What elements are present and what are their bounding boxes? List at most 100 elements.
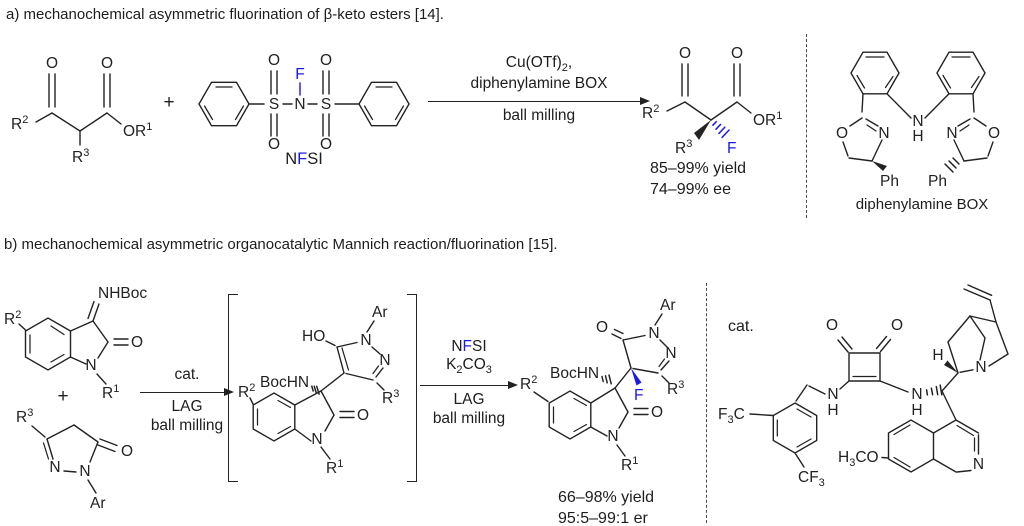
svg-text:R1: R1 xyxy=(621,455,638,474)
svg-text:Ar: Ar xyxy=(372,304,388,321)
svg-text:O: O xyxy=(357,407,369,424)
base-line: K2CO3 xyxy=(446,356,492,377)
section-divider xyxy=(706,283,707,523)
svg-text:O: O xyxy=(320,136,332,153)
svg-text:N: N xyxy=(294,96,305,113)
svg-text:R2: R2 xyxy=(238,382,255,401)
svg-text:NHBoc: NHBoc xyxy=(98,285,147,302)
yield-line: 66–98% yield xyxy=(558,489,655,506)
reaction-arrow xyxy=(420,381,518,390)
scheme-a-title: a) mechanochemical asymmetric fluorinati… xyxy=(6,6,444,23)
svg-text:BocHN: BocHN xyxy=(550,365,599,382)
milling-line: ball milling xyxy=(150,416,224,434)
svg-text:HO: HO xyxy=(302,328,325,345)
ligand-line: diphenylamine BOX xyxy=(470,75,608,93)
yield-results-a: 85–99% yield 74–99% ee xyxy=(650,158,746,200)
svg-text:F: F xyxy=(634,387,643,404)
svg-text:R2: R2 xyxy=(11,114,28,133)
arrow-shaft xyxy=(420,384,508,387)
svg-text:H: H xyxy=(932,347,943,364)
milling-line: ball milling xyxy=(432,409,506,427)
svg-text:O: O xyxy=(988,125,1000,142)
svg-text:Ph: Ph xyxy=(880,173,899,190)
svg-text:S: S xyxy=(321,96,331,113)
svg-text:Ph: Ph xyxy=(928,173,947,190)
svg-text:F3C: F3C xyxy=(718,406,745,426)
bracket-right xyxy=(407,294,417,482)
svg-text:N: N xyxy=(665,345,676,362)
svg-text:R3: R3 xyxy=(72,147,89,164)
structure-beta-keto-ester: O O R2 R3 OR1 xyxy=(11,55,152,164)
svg-text:N: N xyxy=(49,459,60,476)
svg-text:N: N xyxy=(311,431,322,448)
reaction-conditions-b2: NFSI K2CO3 LAG ball milling xyxy=(420,338,518,428)
svg-text:S: S xyxy=(269,96,279,113)
lag-line: LAG xyxy=(453,391,485,409)
structure-mannich-intermediate: R2 N R1 O BocHN N N R3 HO Ar xyxy=(238,304,399,477)
conditions-below: ball milling xyxy=(502,107,576,125)
svg-text:O: O xyxy=(268,136,280,153)
nfsi-label: NFSI xyxy=(285,150,323,168)
svg-text:N: N xyxy=(973,456,984,473)
svg-text:R1: R1 xyxy=(102,383,119,402)
svg-text:H: H xyxy=(827,402,838,419)
svg-text:BocHN: BocHN xyxy=(260,374,309,391)
arrow-head xyxy=(508,381,518,390)
svg-text:Ar: Ar xyxy=(660,297,676,314)
svg-text:N: N xyxy=(946,125,957,142)
svg-text:OR1: OR1 xyxy=(753,110,782,129)
svg-text:N: N xyxy=(85,357,96,374)
structure-fluorinated-product: O O R2 R3 F OR1 xyxy=(642,45,782,156)
arrow-shaft xyxy=(140,391,224,394)
svg-text:R2: R2 xyxy=(4,309,21,328)
svg-text:R3: R3 xyxy=(382,388,399,407)
svg-text:R3: R3 xyxy=(675,138,692,156)
structure-fluorinated-oxindole-product: R2 N R1 O BocHN N N R3 O Ar F xyxy=(520,297,684,474)
svg-text:O: O xyxy=(101,55,113,72)
svg-text:N: N xyxy=(878,125,889,142)
structure-pyrazolone: R3 N N O Ar xyxy=(16,407,133,512)
svg-text:N: N xyxy=(911,386,922,403)
structure-squaramide-catalyst: O O N H F3C CF3 N H H N xyxy=(718,284,1009,489)
box-ligand-label: diphenylamine BOX xyxy=(855,196,989,213)
structure-nfsi: S O O N F S O O xyxy=(198,52,410,153)
svg-text:O: O xyxy=(731,45,743,62)
svg-text:R2: R2 xyxy=(642,103,659,122)
er-line: 95:5–99:1 er xyxy=(558,510,648,526)
svg-text:O: O xyxy=(131,334,143,351)
svg-text:R2: R2 xyxy=(520,374,537,393)
svg-text:O: O xyxy=(891,317,903,334)
svg-text:N: N xyxy=(79,463,90,480)
svg-text:O: O xyxy=(596,319,608,336)
structure-diphenylamine-box: N H O N Ph N O Ph xyxy=(836,51,1000,190)
reagent-line: Cu(OTf)2, xyxy=(505,54,573,75)
yield-results-b: 66–98% yield 95:5–99:1 er xyxy=(558,487,654,526)
reaction-conditions-a: Cu(OTf)2, diphenylamine BOX ball milling xyxy=(428,54,650,126)
svg-text:H: H xyxy=(911,402,922,419)
svg-text:R1: R1 xyxy=(326,458,343,477)
ee-line: 74–99% ee xyxy=(650,181,731,198)
svg-text:O: O xyxy=(679,45,691,62)
arrow-head xyxy=(640,97,650,106)
reaction-conditions-b1: cat. LAG ball milling xyxy=(140,366,234,435)
svg-text:N: N xyxy=(975,359,986,376)
reaction-arrow xyxy=(140,388,234,397)
svg-text:O: O xyxy=(836,125,848,142)
svg-text:CF3: CF3 xyxy=(798,469,825,489)
svg-text:O: O xyxy=(826,317,838,334)
svg-text:N: N xyxy=(827,386,838,403)
plus-sign: + xyxy=(163,92,175,113)
svg-text:N: N xyxy=(607,428,618,445)
svg-text:R3: R3 xyxy=(16,407,33,426)
arrow-head xyxy=(224,388,234,397)
svg-text:H: H xyxy=(912,128,923,145)
yield-line: 85–99% yield xyxy=(650,160,747,177)
svg-text:N: N xyxy=(648,325,659,342)
catalyst-label: cat. xyxy=(728,318,754,335)
reaction-arrow xyxy=(428,97,650,106)
svg-text:N: N xyxy=(360,332,371,349)
section-divider xyxy=(806,34,807,218)
svg-text:O: O xyxy=(268,52,280,69)
svg-text:F: F xyxy=(727,140,736,156)
